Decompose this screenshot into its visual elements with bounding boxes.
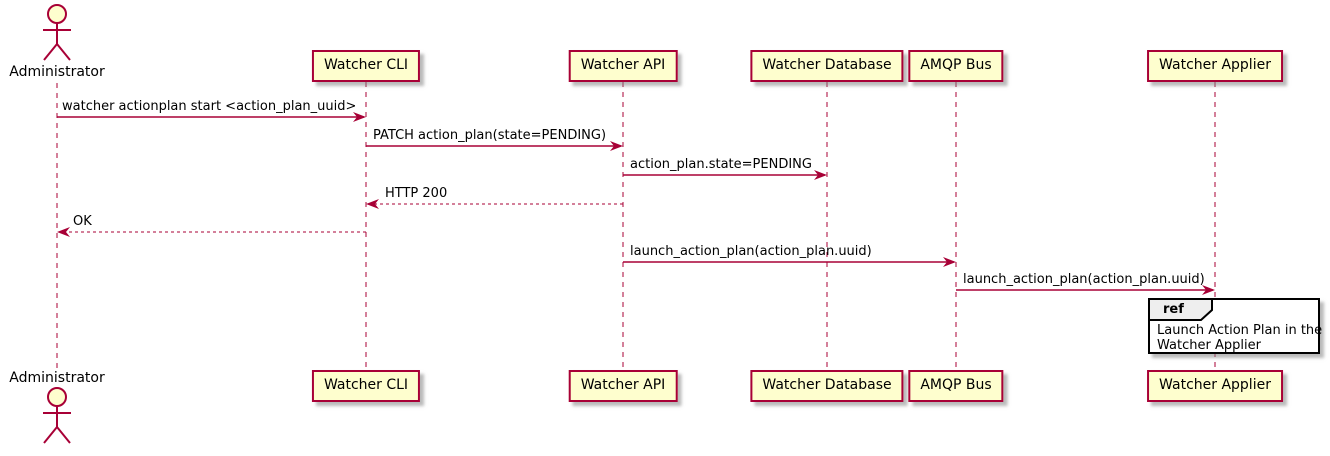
- ref-tab-shape: [1148, 298, 1213, 321]
- participant-top-watcher-database: Watcher Database: [750, 50, 904, 82]
- participant-bottom-watcher-database: Watcher Database: [750, 370, 904, 402]
- participant-top-watcher-cli: Watcher CLI: [311, 50, 421, 82]
- participant-bottom-watcher-api: Watcher API: [568, 370, 678, 402]
- ref-keyword: ref: [1163, 302, 1184, 317]
- ref-fragment: ref Launch Action Plan in the Watcher Ap…: [1148, 298, 1322, 354]
- message-4-arrow: [366, 199, 623, 209]
- message-6-label: launch_action_plan(action_plan.uuid): [630, 244, 872, 259]
- actor-figure-top: [43, 4, 71, 61]
- participant-top-watcher-api: Watcher API: [568, 50, 678, 82]
- message-5-arrow: [57, 227, 366, 237]
- message-3-arrow: [623, 170, 827, 180]
- message-2-label: PATCH action_plan(state=PENDING): [373, 128, 607, 143]
- actor-label-bottom: Administrator: [9, 370, 105, 386]
- message-6-arrow: [623, 257, 956, 267]
- participant-bottom-watcher-applier: Watcher Applier: [1147, 370, 1283, 402]
- actor-label-top: Administrator: [9, 64, 105, 80]
- participant-top-amqp-bus: AMQP Bus: [908, 50, 1004, 82]
- ref-text: Launch Action Plan in the Watcher Applie…: [1157, 323, 1322, 353]
- ref-text-line2: Watcher Applier: [1157, 338, 1261, 353]
- message-7-label: launch_action_plan(action_plan.uuid): [963, 272, 1205, 287]
- message-arrows: [57, 112, 1215, 295]
- message-2-arrow: [366, 141, 623, 151]
- participant-top-watcher-applier: Watcher Applier: [1147, 50, 1283, 82]
- message-3-label: action_plan.state=PENDING: [630, 157, 812, 172]
- message-1-label: watcher actionplan start <action_plan_uu…: [62, 99, 357, 114]
- ref-text-line1: Launch Action Plan in the: [1157, 323, 1323, 338]
- message-4-label: HTTP 200: [385, 186, 448, 201]
- message-1-arrow: [57, 112, 366, 122]
- lifelines: [56, 82, 1216, 370]
- actor-figure-bottom: [43, 387, 71, 444]
- participant-bottom-watcher-cli: Watcher CLI: [311, 370, 421, 402]
- message-7-arrow: [956, 285, 1215, 295]
- message-5-label: OK: [73, 214, 92, 229]
- participant-bottom-amqp-bus: AMQP Bus: [908, 370, 1004, 402]
